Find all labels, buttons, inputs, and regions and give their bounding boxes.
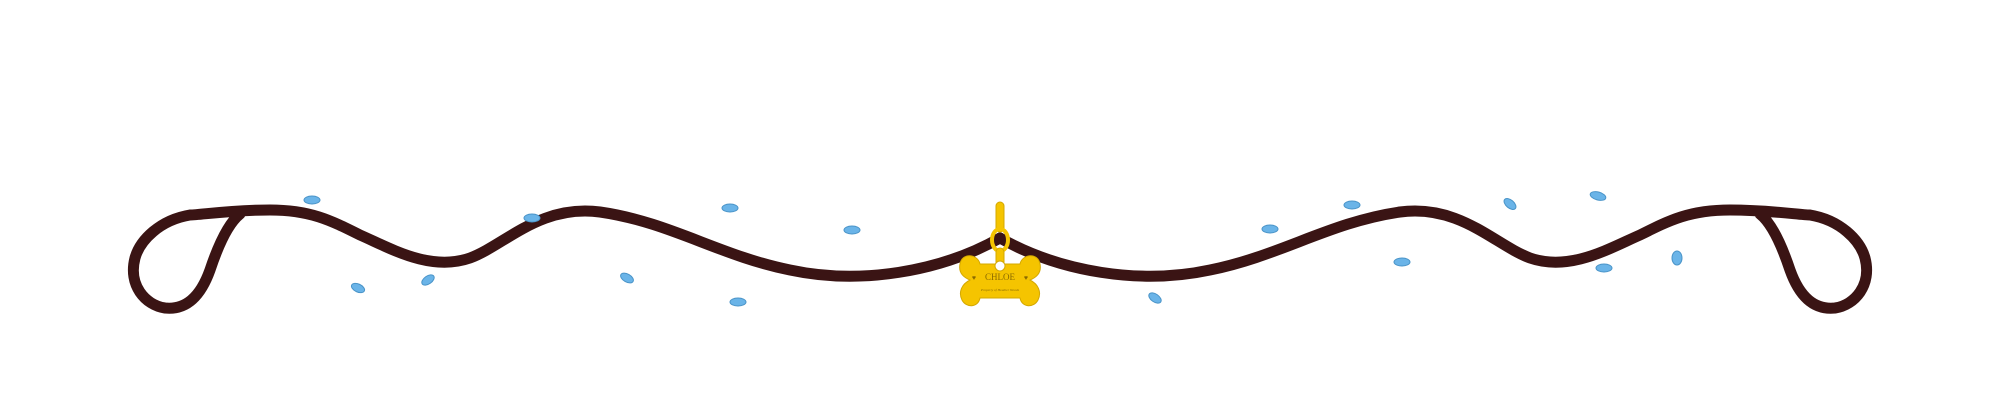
drop (350, 282, 366, 294)
drop (421, 274, 435, 286)
drop (620, 272, 634, 284)
water-drops (303, 191, 1683, 307)
drop (523, 213, 541, 223)
tag-name: CHLOE (985, 272, 1015, 282)
heart-left-icon: ♥ (972, 274, 976, 282)
drop (729, 297, 747, 307)
dog-tag: ♥ CHLOE ♥ Property of Heather Woods (959, 201, 1041, 307)
drop (1393, 257, 1411, 267)
drop (1671, 250, 1683, 266)
drop (721, 203, 739, 213)
drop (1589, 191, 1607, 201)
drop (843, 225, 861, 235)
drop (1595, 263, 1613, 273)
heart-right-icon: ♥ (1024, 274, 1028, 282)
drop (1343, 200, 1361, 210)
drop (1261, 224, 1279, 234)
drop (1503, 198, 1517, 210)
collar-band (128, 204, 1872, 314)
drop (303, 195, 321, 205)
tag-subtitle: Property of Heather Woods (980, 288, 1020, 292)
drop (1148, 292, 1162, 304)
